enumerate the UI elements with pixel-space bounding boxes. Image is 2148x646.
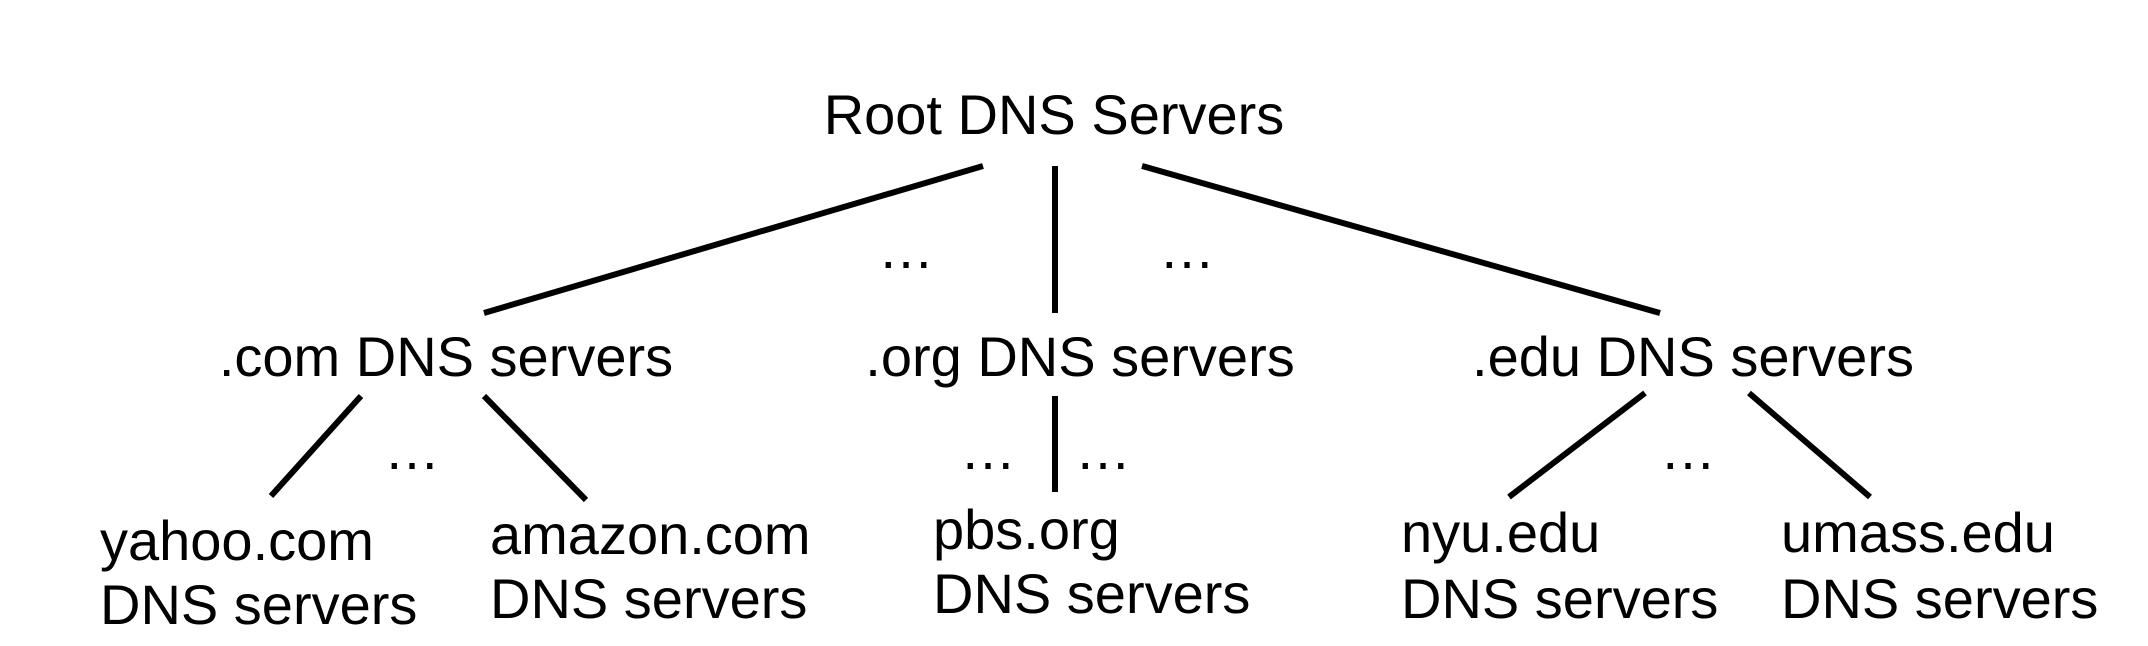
edge-root-edu <box>1141 163 1661 316</box>
ellipsis-com: … <box>384 418 440 481</box>
auth-node-nyu-line2: DNS servers <box>1401 567 1718 630</box>
ellipsis-root-right: … <box>1159 217 1215 280</box>
auth-node-amazon-line2: DNS servers <box>490 567 807 630</box>
auth-node-yahoo-line2: DNS servers <box>100 573 417 636</box>
auth-node-yahoo-line1: yahoo.com <box>100 509 374 572</box>
auth-node-umass-line1: umass.edu <box>1781 501 2055 564</box>
ellipsis-org-left: … <box>960 418 1016 481</box>
root-node-label: Root DNS Servers <box>824 83 1285 146</box>
auth-node-nyu: nyu.edu DNS servers <box>1401 501 1718 630</box>
edge-root-com <box>483 163 984 316</box>
auth-node-umass-line2: DNS servers <box>1781 567 2098 630</box>
auth-node-amazon: amazon.com DNS servers <box>490 503 811 630</box>
ellipsis-root-left: … <box>878 217 934 280</box>
edge-edu-nyu <box>1507 390 1647 500</box>
edge-com-amazon <box>481 393 589 503</box>
auth-node-pbs-line2: DNS servers <box>933 562 1250 625</box>
ellipsis-org-right: … <box>1075 418 1131 481</box>
auth-node-pbs-line1: pbs.org <box>933 498 1120 561</box>
edge-edu-umass <box>1747 390 1872 500</box>
auth-node-nyu-line1: nyu.edu <box>1401 501 1600 564</box>
ellipsis-edu: … <box>1660 418 1716 481</box>
tld-node-org-label: .org DNS servers <box>865 325 1294 388</box>
auth-node-pbs: pbs.org DNS servers <box>933 498 1250 625</box>
auth-node-yahoo: yahoo.com DNS servers <box>100 509 417 636</box>
tld-node-edu-label: .edu DNS servers <box>1472 325 1914 388</box>
edge-com-yahoo <box>268 393 364 499</box>
auth-node-umass: umass.edu DNS servers <box>1781 501 2098 630</box>
auth-node-amazon-line1: amazon.com <box>490 503 811 566</box>
tld-node-com-label: .com DNS servers <box>219 325 673 388</box>
